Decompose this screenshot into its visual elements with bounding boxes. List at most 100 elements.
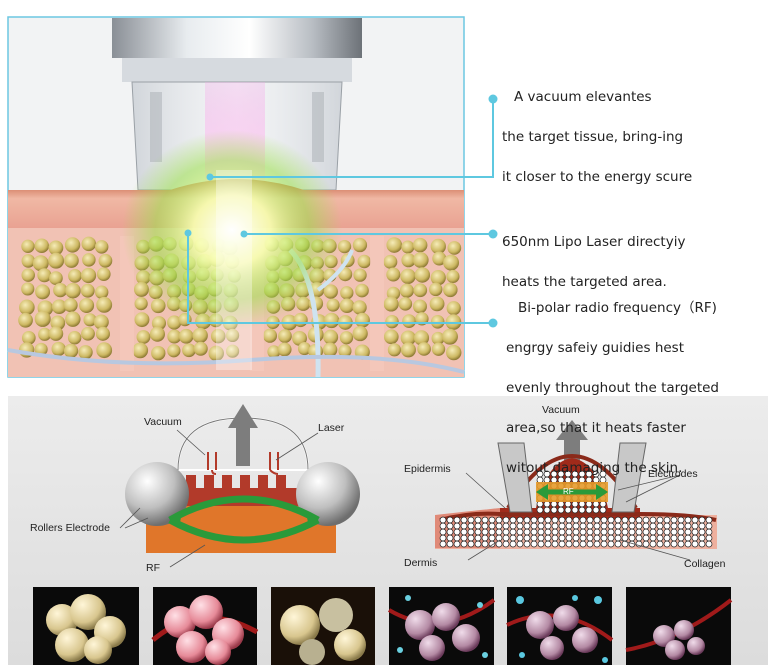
fat-cell bbox=[18, 312, 33, 328]
fat-cell bbox=[68, 268, 82, 283]
fat-cell bbox=[353, 268, 367, 282]
dermis-dot bbox=[488, 516, 496, 524]
fat-cell bbox=[96, 267, 111, 282]
right-rf-label: RF bbox=[563, 487, 574, 496]
fat-cell bbox=[208, 345, 224, 362]
thumbnail-2 bbox=[151, 587, 259, 665]
dermis-dot bbox=[537, 522, 545, 530]
right-diagram bbox=[435, 420, 717, 561]
dermis-dot bbox=[516, 516, 524, 524]
callout-vacuum-line-1: A vacuum elevantes bbox=[514, 89, 652, 105]
dermis-dot bbox=[558, 516, 566, 524]
dermis-dot bbox=[537, 540, 545, 548]
fat-cell bbox=[402, 314, 416, 329]
callout-rf-line-3: evenly throughout the targeted bbox=[506, 380, 720, 396]
fat-cell bbox=[134, 312, 150, 328]
dermis-dot bbox=[642, 540, 650, 548]
dermis-dot bbox=[663, 540, 671, 548]
fat-cell bbox=[21, 254, 36, 268]
dermis-dot bbox=[593, 540, 601, 548]
dermis-dot bbox=[684, 516, 692, 524]
dermis-dot bbox=[698, 516, 706, 524]
dermis-dot bbox=[460, 528, 468, 536]
fat-cell bbox=[323, 329, 339, 345]
dermis-dot bbox=[523, 540, 531, 548]
dermis-dot bbox=[663, 534, 671, 542]
dermis-dot bbox=[565, 534, 573, 542]
dermis-dot bbox=[536, 506, 544, 514]
dermis-dot bbox=[656, 522, 664, 530]
dermis-dot bbox=[698, 540, 706, 548]
fat-cell bbox=[32, 255, 49, 272]
dermis-dot bbox=[705, 516, 713, 524]
dermis-dot bbox=[691, 534, 699, 542]
dermis-dot bbox=[663, 516, 671, 524]
fat-cell bbox=[53, 282, 68, 298]
callout-line-vacuum bbox=[210, 99, 494, 178]
dermis-dot bbox=[593, 534, 601, 542]
fat-cell bbox=[136, 330, 151, 344]
dermis-dot bbox=[509, 516, 517, 524]
dermis-dot bbox=[446, 516, 454, 524]
dermis-dot bbox=[439, 540, 447, 548]
dermis-dot bbox=[586, 522, 594, 530]
fat-cell bbox=[401, 240, 415, 254]
dermis-dot bbox=[607, 528, 615, 536]
dermis-dot bbox=[586, 534, 594, 542]
dermis-dot bbox=[453, 534, 461, 542]
left-vacuum-arrow bbox=[228, 404, 258, 466]
dermis-dot bbox=[684, 528, 692, 536]
fat-cell bbox=[443, 282, 458, 298]
dermis-dot bbox=[495, 534, 503, 542]
dermis-dot bbox=[635, 516, 643, 524]
fat-cell bbox=[446, 269, 460, 284]
dermis-dot bbox=[600, 528, 608, 536]
dermis-dot bbox=[691, 528, 699, 536]
fat-cell bbox=[38, 327, 52, 341]
fat-cell bbox=[339, 331, 354, 345]
dermis-dot bbox=[460, 534, 468, 542]
left-rf-label: RF bbox=[146, 562, 160, 574]
dermis-dot bbox=[481, 528, 489, 536]
fat-cell bbox=[78, 345, 93, 360]
fat-cell bbox=[51, 299, 67, 315]
fat-cell bbox=[383, 329, 399, 345]
left-laser-label: Laser bbox=[318, 422, 345, 434]
dermis-dot bbox=[558, 540, 566, 548]
dermis-dot bbox=[537, 528, 545, 536]
callout-vacuum: A vacuum elevantes the target tissue, br… bbox=[502, 67, 692, 207]
dermis-dot bbox=[677, 522, 685, 530]
fat-cell bbox=[96, 296, 113, 313]
dermis-dot bbox=[607, 516, 615, 524]
dermis-dot bbox=[565, 540, 573, 548]
fat-cell bbox=[210, 328, 226, 344]
dermis-dot bbox=[523, 528, 531, 536]
dermis-dot bbox=[579, 534, 587, 542]
dermis-dot bbox=[649, 522, 657, 530]
dermis-dot bbox=[571, 506, 579, 514]
dermis-dot bbox=[467, 522, 475, 530]
fat-cell bbox=[93, 314, 109, 330]
dermis-dot bbox=[558, 522, 566, 530]
fat-cell bbox=[80, 283, 95, 298]
dermis-dot bbox=[600, 540, 608, 548]
fat-cell bbox=[65, 311, 81, 327]
fat-cell bbox=[94, 240, 109, 254]
dermis-dot bbox=[691, 522, 699, 530]
dermis-dot bbox=[628, 528, 636, 536]
dermis-dot bbox=[677, 516, 685, 524]
dermis-dot bbox=[705, 534, 713, 542]
dermis-dot bbox=[621, 516, 629, 524]
dermis-dot bbox=[684, 522, 692, 530]
fat-cell bbox=[323, 312, 340, 329]
fat-cell bbox=[262, 328, 278, 343]
dermis-dot bbox=[565, 516, 573, 524]
dermis-dot bbox=[649, 528, 657, 536]
thumbnail-4 bbox=[387, 587, 496, 665]
dermis-dot bbox=[502, 516, 510, 524]
fat-cell bbox=[21, 331, 36, 345]
dermis-dot bbox=[558, 534, 566, 542]
fat-cell bbox=[386, 237, 403, 253]
right-roller bbox=[296, 462, 360, 526]
fat-cell bbox=[431, 342, 446, 356]
